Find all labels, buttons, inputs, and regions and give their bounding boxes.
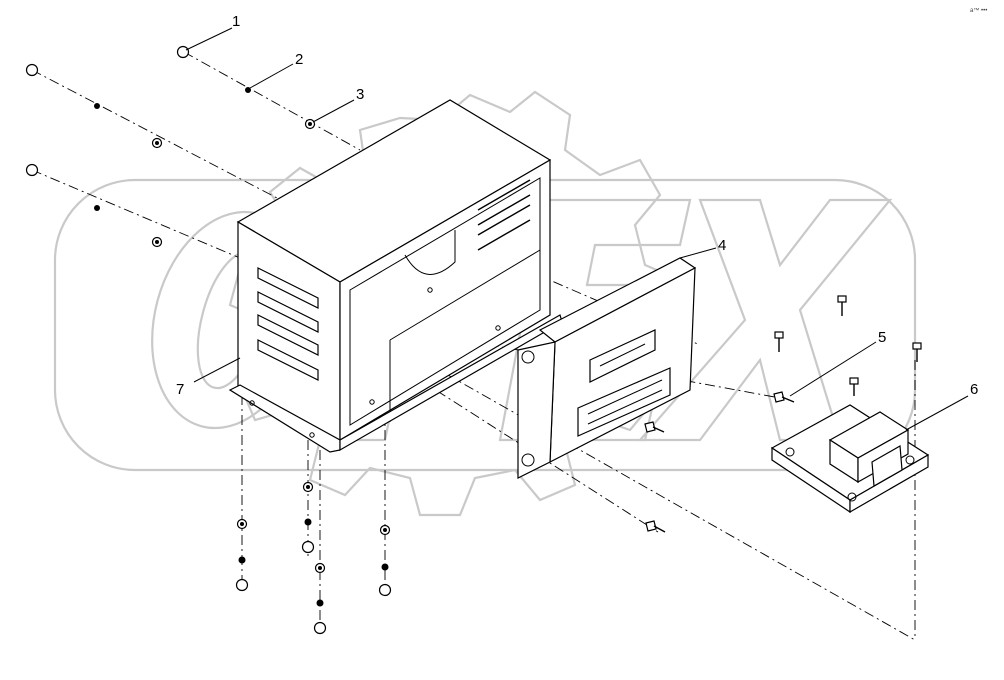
nut-icon [301,540,315,554]
fastener-group [25,45,392,635]
flat-washer-icon [302,481,314,493]
bolt-icon [912,342,922,362]
bolt-icon [837,295,847,316]
lock-washer-icon [94,103,100,109]
lock-washer-icon [238,556,246,564]
control-unit-icon [770,404,930,514]
callout-5: 5 [878,329,886,346]
lock-washer-icon [245,87,251,93]
lock-washer-icon [94,205,100,211]
callout-2: 2 [295,51,303,68]
flat-washer-icon [151,137,163,149]
lock-washer-icon [304,518,312,526]
ecu-module-icon [517,257,697,479]
bolt-icon [774,331,784,352]
flat-washer-icon [379,524,391,536]
flat-washer-icon [304,118,316,130]
callout-leaders [185,27,969,431]
bolt-icon [773,391,795,403]
nut-icon [25,163,39,177]
corner-mark: a™ ••• [970,7,987,14]
nut-icon [313,621,327,635]
nut-icon [25,63,39,77]
bolt-icon [644,421,665,433]
bolt-group [644,295,922,533]
flat-washer-icon [151,236,163,248]
nut-icon [235,578,249,592]
lock-washer-icon [381,563,389,571]
nut-icon [378,583,392,597]
callout-4: 4 [718,237,726,254]
callout-3: 3 [356,86,364,103]
callout-7: 7 [176,381,184,398]
flat-washer-icon [314,562,326,574]
callout-1: 1 [232,13,240,30]
lock-washer-icon [316,599,324,607]
flat-washer-icon [236,518,248,530]
enclosure-box-icon [228,99,563,453]
callout-labels: 1 2 3 4 5 6 7 [176,13,978,398]
nut-icon [176,45,190,59]
callout-6: 6 [970,381,978,398]
bolt-icon [849,377,859,396]
bolt-icon [645,520,666,533]
